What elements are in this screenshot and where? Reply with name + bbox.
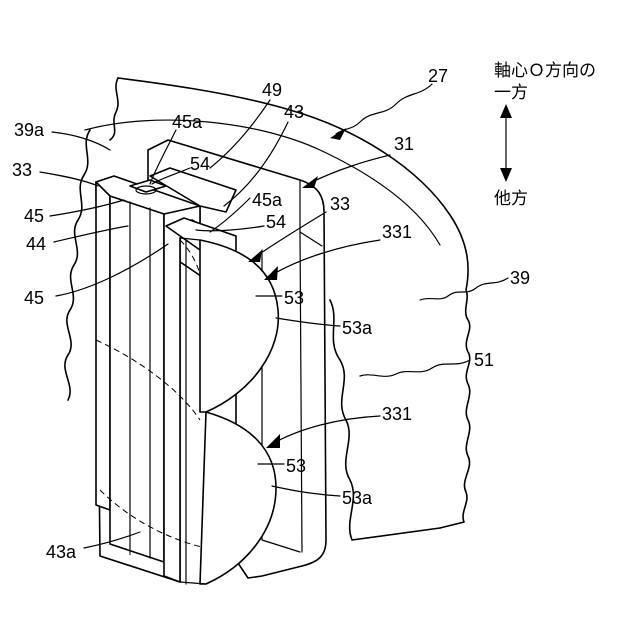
leader-39 [420, 278, 508, 300]
leader-39a [52, 132, 110, 150]
label-45-lower: 45 [24, 288, 44, 308]
label-45a-lower: 45a [252, 190, 283, 210]
label-53-upper: 53 [284, 288, 304, 308]
terminal-plate-44 [110, 196, 164, 562]
label-53a-upper: 53a [342, 318, 373, 338]
leader-31 [308, 155, 390, 184]
label-45-upper: 45 [24, 206, 44, 226]
label-31: 31 [394, 134, 414, 154]
leader-51 [360, 360, 470, 376]
label-43-top: 43 [284, 102, 304, 122]
legend-axis-line2: 一方 [494, 83, 528, 103]
label-49: 49 [262, 80, 282, 100]
leader-33-left [40, 172, 98, 186]
left-broken-edge [65, 130, 90, 400]
arrow-27 [330, 128, 346, 140]
direction-arrow-up-icon [500, 104, 512, 118]
stator-top-break-left [110, 78, 118, 140]
label-43a: 43a [46, 542, 77, 562]
label-54-lower: 54 [266, 212, 286, 232]
leader-27 [336, 84, 432, 134]
label-53a-lower: 53a [342, 488, 373, 508]
label-331-upper: 331 [382, 222, 412, 242]
legend-axis-line1: 軸心Ｏ方向の [494, 61, 596, 81]
direction-arrow-down-icon [500, 168, 512, 182]
label-53-lower: 53 [286, 456, 306, 476]
label-331-lower: 331 [382, 404, 412, 424]
label-44: 44 [26, 234, 46, 254]
label-33-left: 33 [12, 160, 32, 180]
label-27: 27 [428, 66, 448, 86]
label-39a: 39a [14, 120, 45, 140]
label-51: 51 [474, 350, 494, 370]
legend-other: 他方 [494, 189, 528, 209]
label-45a-upper: 45a [172, 112, 203, 132]
label-33-right: 33 [330, 194, 350, 214]
label-54-upper: 54 [190, 154, 210, 174]
label-39: 39 [510, 268, 530, 288]
